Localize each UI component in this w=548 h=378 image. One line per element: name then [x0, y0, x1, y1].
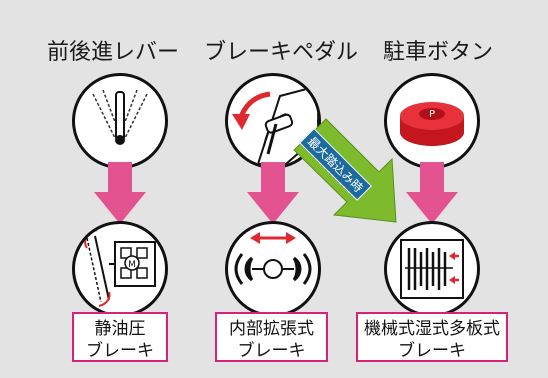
arrow-down-icon: [406, 162, 458, 224]
label-line2: ブレーキ: [86, 341, 154, 361]
drum-brake-icon: [225, 221, 321, 317]
hydrostatic-brake-icon: M: [72, 221, 168, 317]
label-line1: 静油圧: [94, 319, 146, 339]
title-brake-pedal: ブレーキペダル: [204, 40, 359, 65]
svg-text:M: M: [128, 260, 136, 270]
label-line2: ブレーキ: [398, 341, 466, 361]
label-line1: 内部拡張式: [229, 319, 314, 339]
svg-text:P: P: [429, 109, 435, 120]
label-drum-brake: 内部拡張式 ブレーキ: [215, 312, 328, 362]
arrow-down-icon: [247, 162, 299, 224]
label-wet-multi-disc-brake: 機械式湿式多板式 ブレーキ: [356, 312, 508, 362]
label-line2: ブレーキ: [237, 341, 306, 361]
label-line1: 機械式湿式多板式: [364, 319, 500, 339]
title-forward-reverse-lever: 前後進レバー: [47, 40, 180, 65]
arrow-down-icon: [94, 162, 146, 224]
wet-multi-disc-brake-icon: [384, 221, 480, 317]
parking-button-icon: P: [384, 73, 480, 169]
label-hydrostatic-brake: 静油圧 ブレーキ: [72, 312, 168, 362]
title-parking-button: 駐車ボタン: [383, 40, 494, 65]
